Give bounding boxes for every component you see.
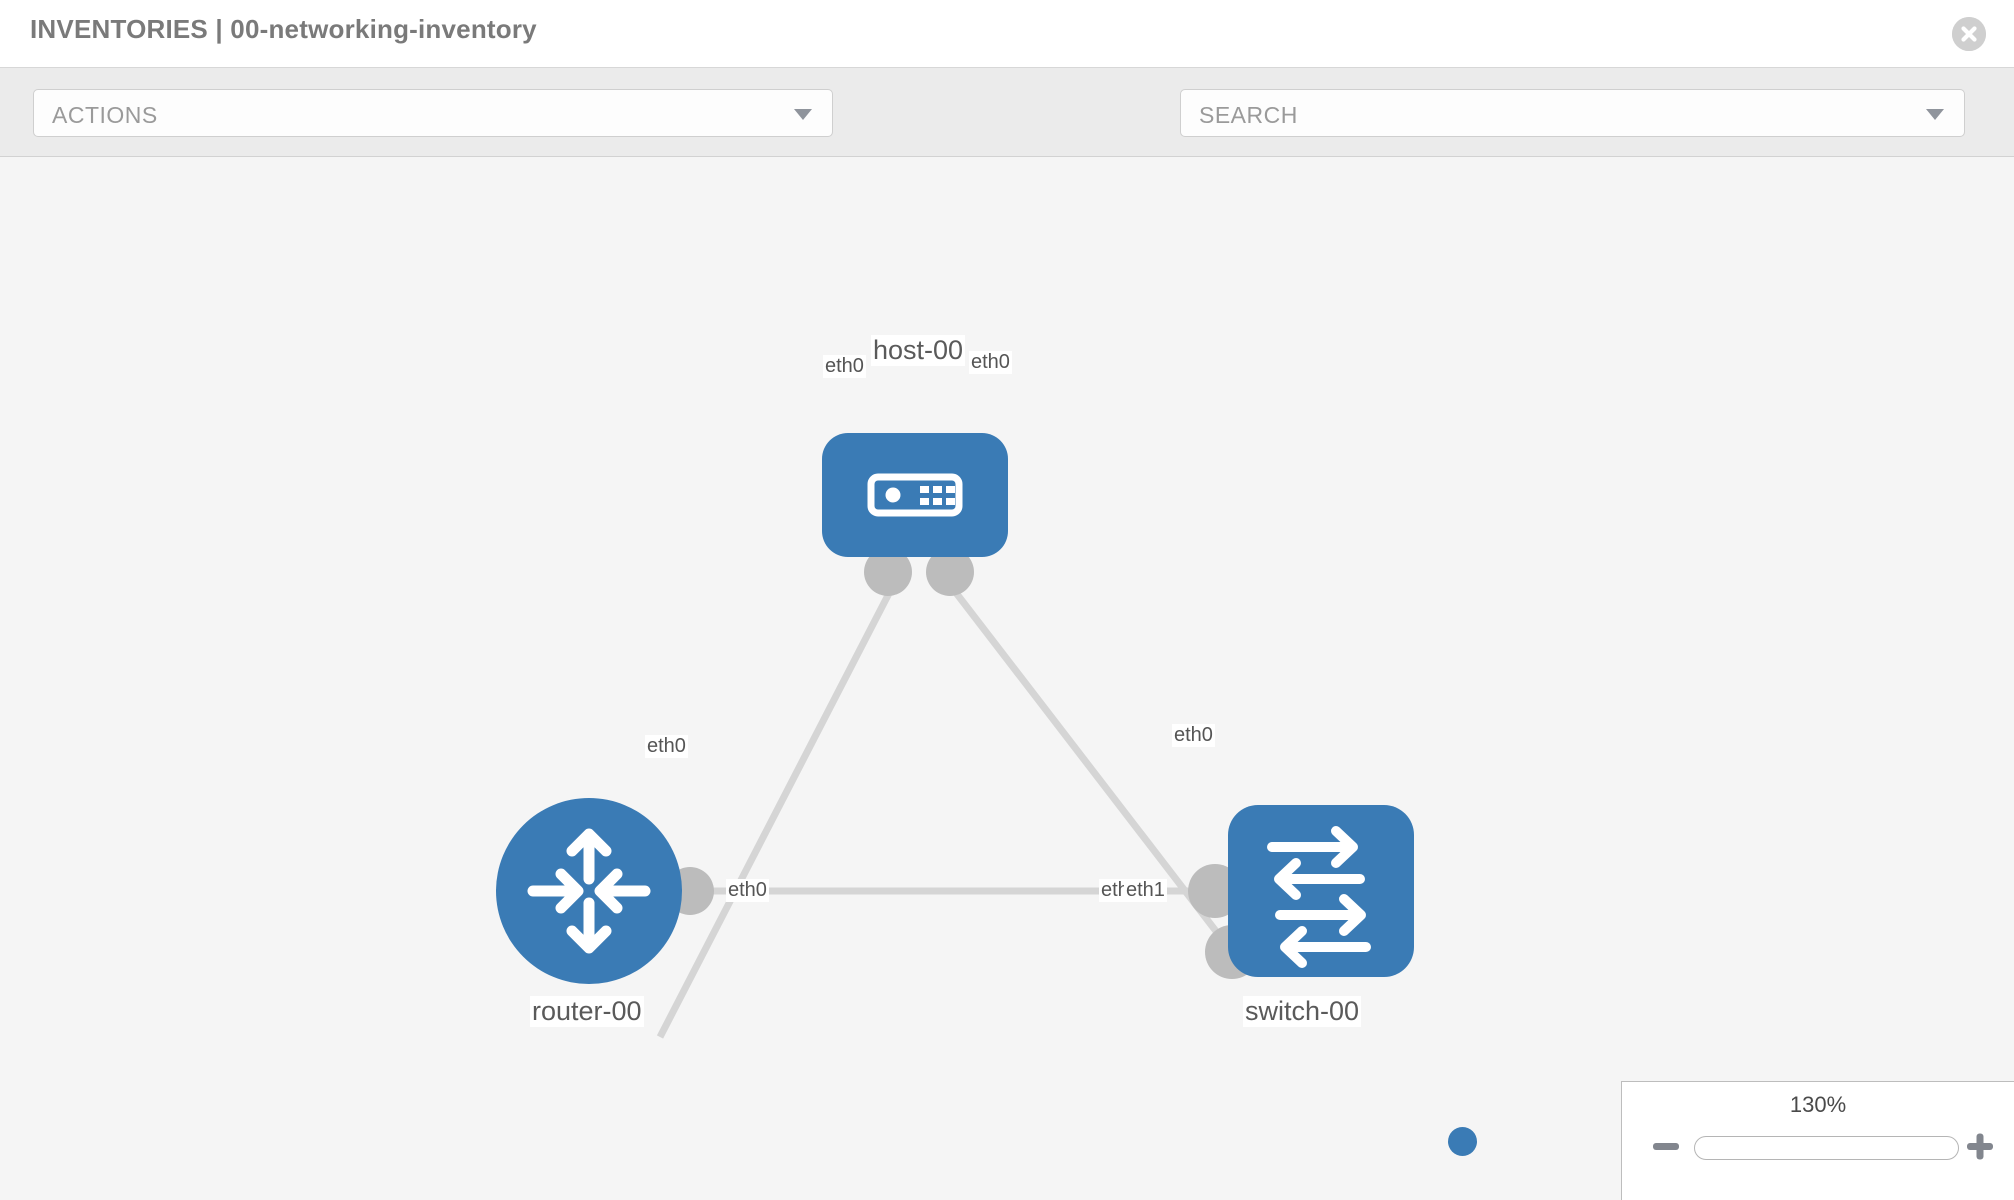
page-title: INVENTORIES | 00-networking-inventory <box>30 14 537 44</box>
node-label-host-00: host-00 <box>871 335 966 366</box>
router-arrows-icon <box>527 828 651 954</box>
search-input[interactable]: SEARCH <box>1180 89 1965 137</box>
server-icon <box>867 473 963 517</box>
search-placeholder: SEARCH <box>1199 102 1298 128</box>
topology-node-host-00[interactable] <box>822 433 1008 557</box>
iface-label-host-right: eth0 <box>969 351 1012 374</box>
topology-canvas[interactable]: host-00 router-00 switch-00 eth0 eth0 et… <box>0 157 2014 1200</box>
chevron-down-icon <box>1926 109 1944 120</box>
actions-dropdown-label: ACTIONS <box>52 102 158 128</box>
iface-label-host-left: eth0 <box>823 355 866 378</box>
actions-dropdown[interactable]: ACTIONS <box>33 89 833 137</box>
endpoint-host-right[interactable] <box>926 548 974 596</box>
endpoint-host-left[interactable] <box>864 548 912 596</box>
zoom-control-panel: 130% <box>1621 1081 2014 1200</box>
zoom-slider-thumb[interactable] <box>1448 1127 1477 1156</box>
link-host-switch <box>937 569 1235 955</box>
chevron-down-icon <box>794 109 812 120</box>
close-icon[interactable] <box>1952 17 1986 51</box>
zoom-level-label: 130% <box>1789 1092 1847 1117</box>
topology-graph <box>496 433 1414 1039</box>
iface-label-switch-left-eth1: eth1 <box>1124 879 1167 902</box>
topology-node-switch-00[interactable] <box>1228 805 1414 977</box>
topology-node-router-00[interactable] <box>496 798 682 984</box>
link-host-router <box>656 570 904 1039</box>
iface-label-switch-up: eth0 <box>1172 724 1215 747</box>
toolbar: ACTIONS SEARCH <box>0 68 2014 193</box>
iface-label-router-up: eth0 <box>645 735 688 758</box>
iface-label-router-right: eth0 <box>726 879 769 902</box>
zoom-slider[interactable] <box>1694 1136 1959 1160</box>
node-label-router-00: router-00 <box>530 996 644 1027</box>
page-header: INVENTORIES | 00-networking-inventory <box>0 0 2014 68</box>
node-label-switch-00: switch-00 <box>1243 996 1362 1027</box>
minus-icon[interactable] <box>1650 1130 1682 1162</box>
switch-arrows-icon <box>1267 826 1371 968</box>
plus-icon[interactable] <box>1964 1130 1996 1162</box>
